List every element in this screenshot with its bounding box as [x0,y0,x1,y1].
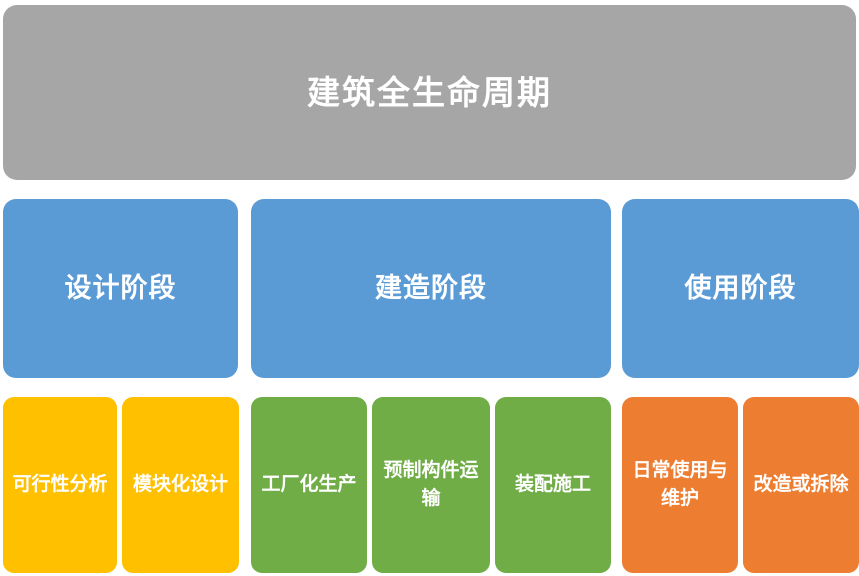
leaf-node-label: 预制构件运输 [383,460,479,509]
leaf-node-prefab-transport[interactable]: 预制构件运输 [372,397,490,573]
stage-node-usage[interactable]: 使用阶段 [622,199,859,378]
leaf-node-assembly-construction[interactable]: 装配施工 [495,397,611,573]
leaf-node-daily-use-maintenance[interactable]: 日常使用与维护 [622,397,738,573]
stage-node-label: 建造阶段 [375,272,487,303]
root-node-building-lifecycle[interactable]: 建筑全生命周期 [3,5,856,180]
leaf-node-label: 装配施工 [514,474,591,496]
leaf-node-label: 可行性分析 [12,474,108,496]
leaf-node-label: 日常使用与维护 [632,460,728,509]
leaf-node-label: 改造或拆除 [753,474,849,496]
stage-node-construction[interactable]: 建造阶段 [251,199,611,378]
leaf-node-renovation-demolition[interactable]: 改造或拆除 [743,397,859,573]
leaf-node-feasibility-analysis[interactable]: 可行性分析 [3,397,117,573]
stage-node-label: 设计阶段 [64,272,177,303]
stage-node-design[interactable]: 设计阶段 [3,199,238,378]
leaf-node-modular-design[interactable]: 模块化设计 [122,397,239,573]
leaf-node-label: 模块化设计 [132,474,228,496]
root-node-label: 建筑全生命周期 [307,73,552,111]
stage-node-label: 使用阶段 [684,272,797,303]
leaf-node-factory-production[interactable]: 工厂化生产 [251,397,367,573]
leaf-node-label: 工厂化生产 [261,474,357,496]
